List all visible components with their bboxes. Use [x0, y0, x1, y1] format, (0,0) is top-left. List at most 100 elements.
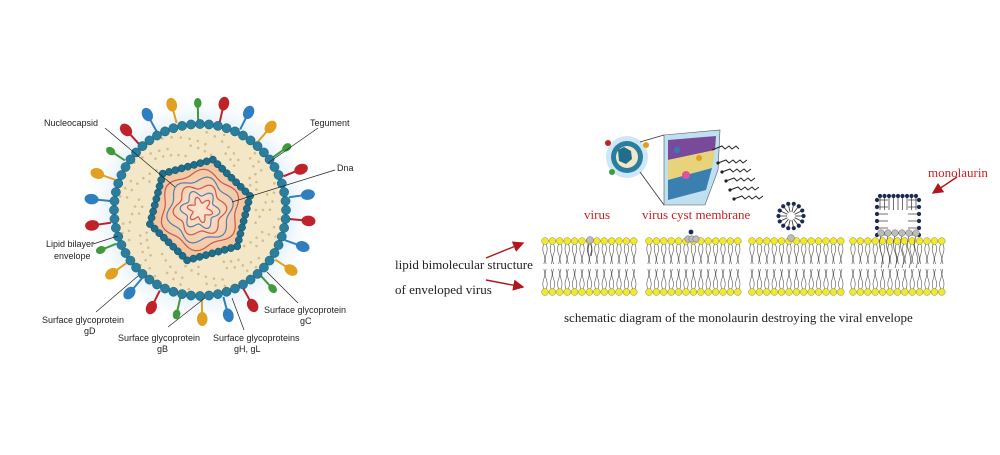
label-lipid-bimolecular: lipid bimolecular structure	[395, 257, 533, 272]
lipid-tail	[602, 244, 604, 264]
label-monolaurin: monolaurin	[928, 165, 988, 180]
lipid-head	[815, 289, 822, 296]
tegument-dot	[138, 212, 141, 215]
tegument-dot	[180, 136, 183, 139]
vesicle-head	[917, 198, 921, 202]
lipid-head	[830, 289, 837, 296]
lipid-tail	[925, 269, 927, 289]
lipid-tail	[787, 244, 789, 264]
vesicle-head	[909, 194, 913, 198]
lipid-tail	[736, 269, 738, 289]
lipid-head	[564, 238, 571, 245]
micelle-head	[786, 226, 790, 230]
envelope-bead	[109, 205, 118, 214]
lipid-tail	[553, 244, 555, 264]
lipid-tail	[604, 244, 606, 264]
lipid-tail	[774, 244, 776, 264]
tegument-dot	[130, 180, 133, 183]
micelle-tail	[781, 218, 787, 221]
lipid-tail	[580, 244, 582, 264]
envelope-bead	[186, 291, 195, 300]
tegument-dot	[164, 259, 167, 262]
tegument-dot	[223, 133, 226, 136]
tegument-dot	[162, 155, 165, 158]
tegument-dot	[249, 157, 252, 160]
lipid-head	[786, 289, 793, 296]
micelle-tail	[793, 207, 797, 212]
lipid-head	[771, 289, 778, 296]
inset-lipid-head	[728, 188, 731, 191]
micelle-head	[792, 202, 796, 206]
tegument-dot	[269, 208, 272, 211]
envelope-bead	[110, 214, 119, 223]
zoom-particle-orange	[696, 155, 702, 161]
lipid-head	[564, 289, 571, 296]
tegument-dot	[273, 191, 276, 194]
lipid-head	[837, 238, 844, 245]
lipid-tail	[811, 269, 813, 289]
lipid-head	[938, 238, 945, 245]
lipid-head	[771, 238, 778, 245]
lipid-tail	[595, 244, 597, 264]
lipid-tail	[572, 244, 574, 264]
lipid-tail	[920, 269, 922, 289]
lipid-tail	[669, 269, 671, 289]
tegument-dot	[233, 152, 236, 155]
lipid-tail	[767, 269, 769, 289]
tegument-dot	[205, 131, 208, 134]
lipid-tail	[841, 269, 843, 289]
tegument-dot	[222, 261, 225, 264]
lipid-tail	[760, 244, 762, 264]
tegument-dot	[148, 180, 151, 183]
lipid-tail	[612, 244, 614, 264]
tegument-dot	[266, 193, 269, 196]
lipid-tail	[802, 269, 804, 289]
arrow-lipid-top	[486, 243, 523, 258]
inset-lipid-molecules	[712, 146, 763, 201]
lipid-head	[697, 289, 704, 296]
envelope-bead	[230, 127, 239, 136]
tegument-dot	[131, 189, 134, 192]
lipid-tail	[765, 244, 767, 264]
tegument-dot	[149, 254, 152, 257]
lipid-tail	[634, 244, 636, 264]
lipid-tail	[691, 269, 693, 289]
lipid-head	[901, 289, 908, 296]
vesicle-head	[887, 194, 891, 198]
lipid-tail	[782, 269, 784, 289]
lipid-tail	[701, 244, 703, 264]
tegument-dot	[254, 152, 257, 155]
lipid-tail	[649, 269, 651, 289]
lipid-head	[675, 289, 682, 296]
tegument-dot	[139, 234, 142, 237]
capsid-bead	[151, 202, 158, 209]
tegument-dot	[158, 149, 161, 152]
lipid-head	[808, 238, 815, 245]
tegument-dot	[237, 259, 240, 262]
envelope-bead	[204, 291, 213, 300]
tegument-dot	[277, 218, 280, 221]
lipid-tail	[545, 269, 547, 289]
zoom-line-bottom	[640, 172, 664, 205]
lipid-head	[668, 289, 675, 296]
label-ghgl-line2: gH, gL	[234, 344, 261, 354]
zoom-inset	[605, 130, 763, 205]
lipid-tail	[708, 269, 710, 289]
envelope-bead	[114, 179, 123, 188]
tegument-dot	[197, 147, 200, 150]
tegument-dot	[249, 184, 252, 187]
lipid-tail	[890, 269, 892, 289]
tegument-dot	[184, 265, 187, 268]
lipid-head	[571, 238, 578, 245]
lipid-tail	[853, 269, 855, 289]
tegument-dot	[197, 273, 200, 276]
lipid-head	[720, 238, 727, 245]
tegument-dot	[248, 177, 251, 180]
capsid-bead	[146, 220, 153, 227]
lipid-tail	[910, 269, 912, 289]
tegument-dot	[174, 271, 177, 274]
lipid-tail	[595, 269, 597, 289]
tegument-dot	[134, 205, 137, 208]
lipid-tail	[757, 244, 759, 264]
envelope-bead	[281, 214, 290, 223]
